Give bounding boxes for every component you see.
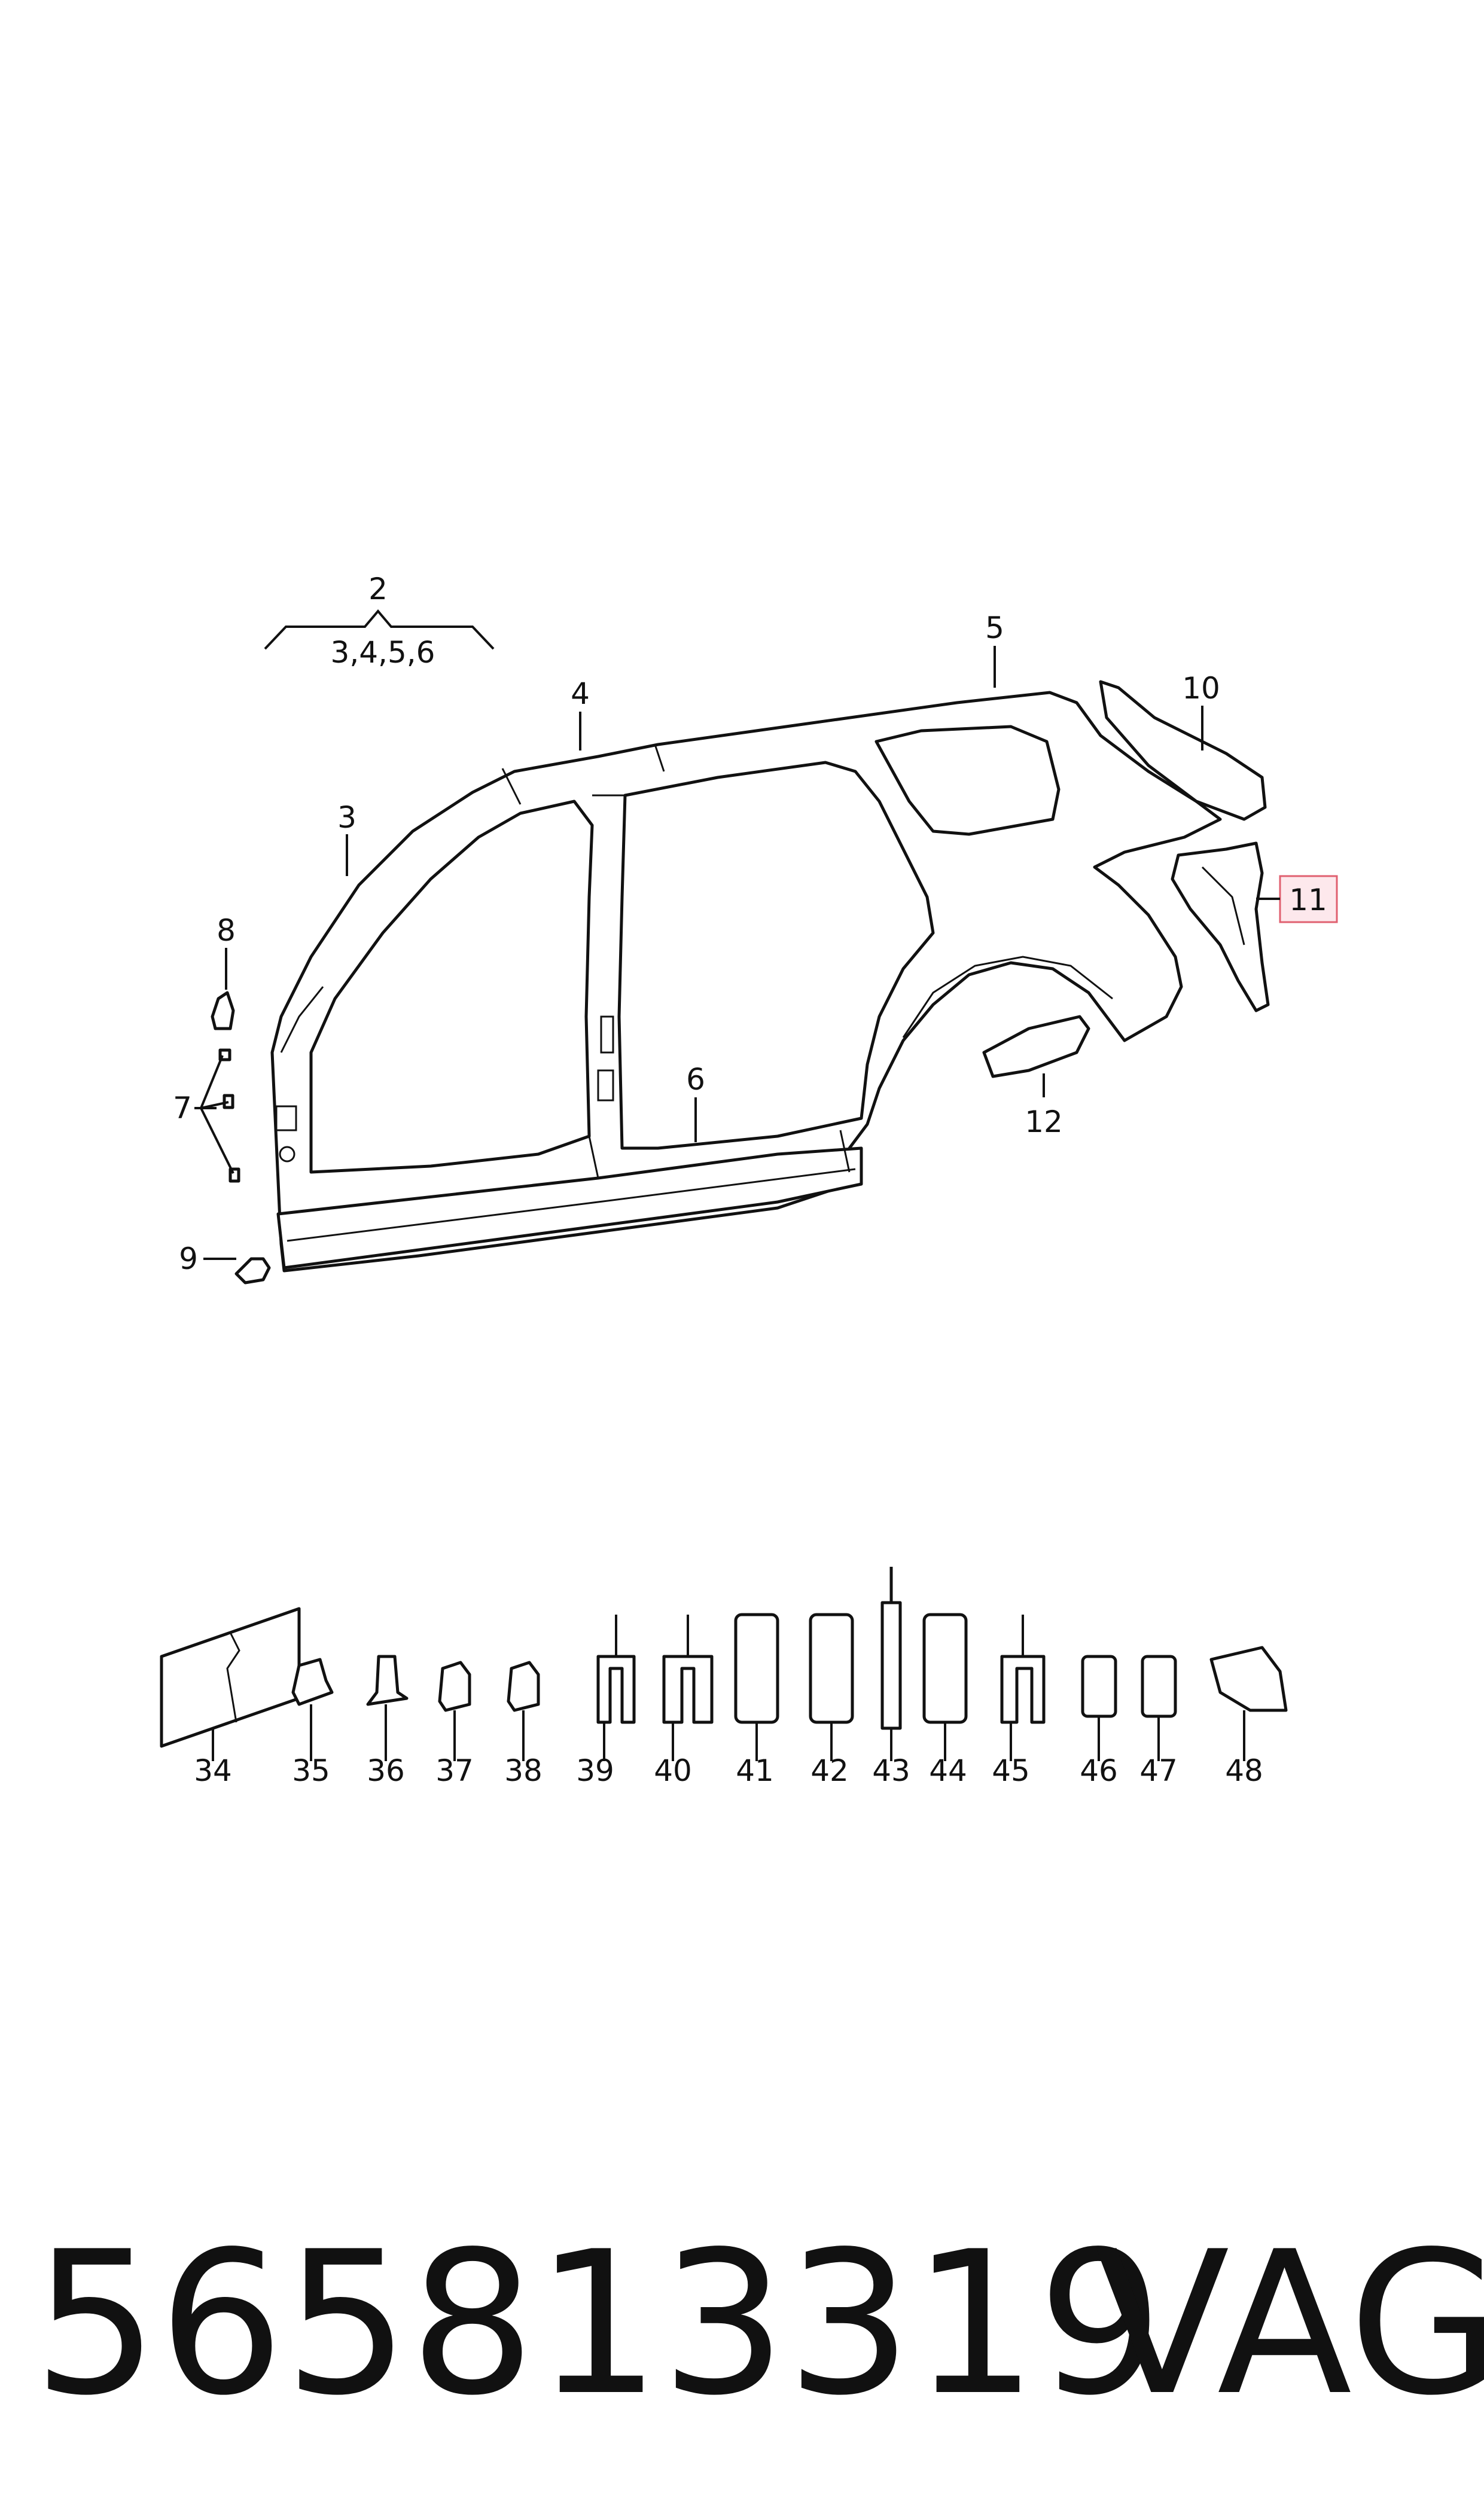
- part-44-can: [922, 1613, 968, 1724]
- b-pillar-hole: [600, 1015, 614, 1054]
- part-number: 565813319: [33, 2209, 1163, 2439]
- label-47: 47: [1139, 1753, 1178, 1788]
- part-38-nut: [507, 1661, 540, 1712]
- part-43-tube: [880, 1567, 902, 1730]
- rear-door-opening: [617, 761, 935, 1150]
- callout-8: 8: [217, 913, 236, 948]
- part-40-cartridge: [662, 1655, 714, 1724]
- brand-name: VAG: [1095, 2209, 1484, 2439]
- part-36-clip: [366, 1655, 409, 1706]
- side-panel-assembly: [270, 691, 1222, 1273]
- sill-crease: [287, 1168, 856, 1242]
- callout-6: 6: [686, 1062, 705, 1097]
- part-39-cartridge: [596, 1655, 636, 1724]
- sill-panel: [276, 1146, 863, 1270]
- label-42: 42: [810, 1753, 849, 1788]
- label-44: 44: [929, 1753, 967, 1788]
- part-12-cover: [982, 1015, 1090, 1078]
- part-48-tape: [1209, 1646, 1288, 1712]
- part-11-bracket: [1171, 841, 1270, 1012]
- callout-11: 11: [1289, 883, 1327, 917]
- part-42-can: [809, 1613, 854, 1724]
- part-10-rail: [1099, 680, 1267, 821]
- label-40: 40: [654, 1753, 692, 1788]
- wheel-arch: [902, 956, 1113, 1038]
- callout-5: 5: [985, 611, 1004, 645]
- label-39: 39: [576, 1753, 614, 1788]
- label-43: 43: [872, 1753, 910, 1788]
- callout-2-group: 2 3,4,5,6: [264, 572, 495, 670]
- callout-4: 4: [571, 676, 590, 711]
- leader-39: [603, 1615, 617, 1761]
- callout-3: 3: [337, 800, 356, 835]
- quarter-window: [874, 725, 1061, 836]
- label-41: 41: [736, 1753, 774, 1788]
- label-45: 45: [992, 1753, 1030, 1788]
- callout-2-sub: 3,4,5,6: [331, 635, 435, 670]
- callout-10: 10: [1182, 671, 1220, 706]
- a-pillar-inner: [280, 986, 324, 1053]
- leader-45: [1010, 1615, 1024, 1761]
- callout-11-highlight: [1279, 875, 1338, 923]
- label-37: 37: [435, 1753, 474, 1788]
- front-door-opening: [309, 800, 594, 1174]
- label-46: 46: [1080, 1753, 1118, 1788]
- label-34: 34: [194, 1753, 232, 1788]
- callouts: 3 4 5 6 8 7 9 10 11 12: [173, 611, 1338, 1276]
- part-46-cap: [1081, 1655, 1117, 1718]
- callout-2: 2: [368, 572, 388, 606]
- label-35: 35: [292, 1753, 330, 1788]
- part-11-crease: [1201, 866, 1245, 945]
- part-35-grommet: [291, 1658, 334, 1706]
- seam-c: [839, 1130, 851, 1173]
- a-pillar-slot: [275, 1105, 297, 1131]
- part-34-sheet: [160, 1607, 301, 1748]
- part-41-can: [734, 1613, 779, 1724]
- group-bracket: [264, 609, 495, 650]
- callout-7: 7: [173, 1091, 192, 1125]
- b-pillar-hole-2: [597, 1069, 614, 1102]
- part-45-cartridge: [1000, 1655, 1046, 1724]
- leader-7: [194, 1055, 234, 1174]
- part-34-tear: [226, 1632, 240, 1723]
- part-8-clip: [211, 991, 235, 1030]
- seam-d: [588, 1136, 599, 1179]
- part-9-bracket: [234, 1257, 271, 1285]
- part-47-cap: [1141, 1655, 1177, 1718]
- small-parts-row: 34 35 36 37 38 39 40 41 42 43 44 45 46 4…: [160, 1567, 1288, 1788]
- a-pillar-hole: [279, 1146, 295, 1163]
- seam-b: [654, 744, 665, 772]
- label-36: 36: [367, 1753, 405, 1788]
- part-37-nut: [438, 1661, 471, 1712]
- callout-9: 9: [179, 1241, 198, 1276]
- label-48: 48: [1225, 1753, 1263, 1788]
- label-38: 38: [504, 1753, 543, 1788]
- seam-a: [501, 768, 522, 805]
- clip-b: [223, 1094, 234, 1109]
- callout-12: 12: [1025, 1105, 1063, 1139]
- part-7-clips: [218, 1048, 240, 1183]
- leader-40: [672, 1615, 689, 1761]
